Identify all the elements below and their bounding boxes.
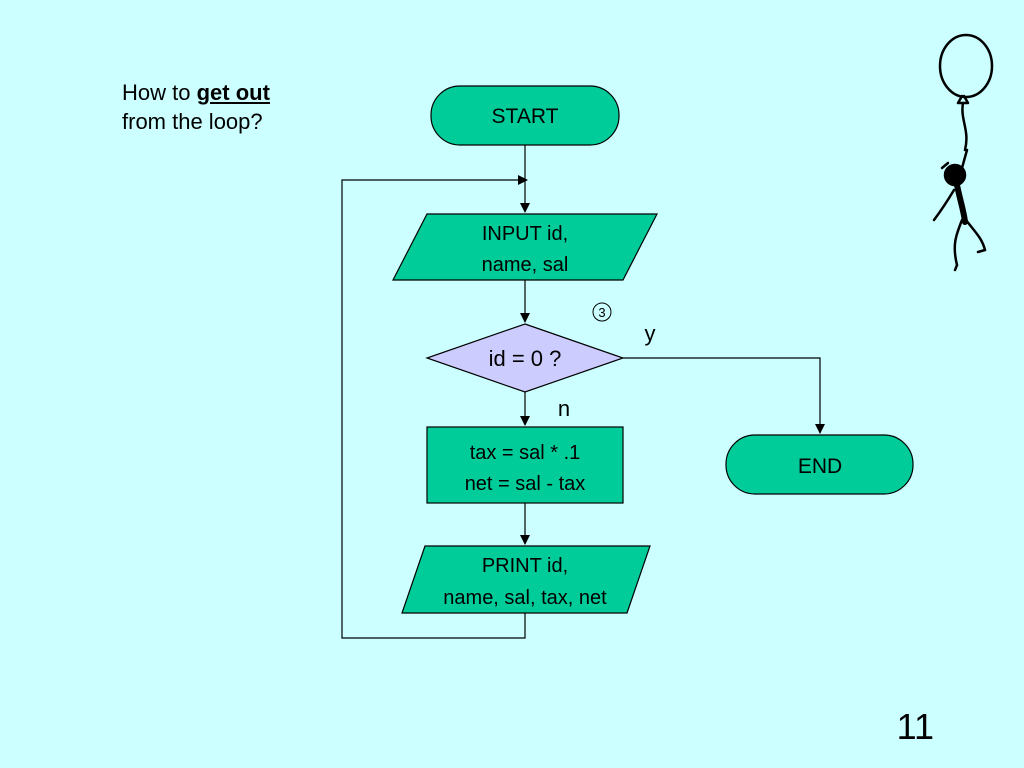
start-node: START (430, 85, 620, 146)
decision-marker: 3 (592, 302, 612, 322)
question-suffix: from the loop? (122, 109, 263, 134)
question-emphasis: get out (196, 80, 270, 105)
process-label-line2: net = sal - tax (465, 473, 586, 495)
input-label-line1: INPUT id, (482, 223, 568, 245)
print-label-line2: name, sal, tax, net (443, 587, 607, 609)
process-label-line1: tax = sal * .1 (470, 442, 581, 464)
page-number: 11 (896, 706, 934, 747)
input-label-line2: name, sal (482, 254, 569, 276)
process-node: tax = sal * .1 net = sal - tax (426, 426, 624, 504)
no-label: n (558, 396, 570, 421)
decision-label: id = 0 ? (489, 346, 562, 371)
arrow-yes-to-end (623, 357, 825, 434)
input-node: INPUT id, name, sal (392, 213, 658, 281)
balloon-icon (938, 33, 994, 99)
yes-label: y (645, 321, 656, 346)
decision-node: id = 0 ? (425, 323, 625, 393)
question-prefix: How to (122, 80, 197, 105)
print-label-line1: PRINT id, (482, 555, 568, 577)
print-node: PRINT id, name, sal, tax, net (401, 545, 651, 614)
balloon-figure-illustration (932, 33, 994, 272)
end-node: END (725, 434, 914, 495)
loop-back-connector (341, 175, 528, 639)
question-text: How to get out from the loop? (122, 78, 270, 136)
decision-marker-label: 3 (598, 305, 605, 320)
end-label: END (798, 455, 842, 478)
start-label: START (492, 105, 559, 128)
